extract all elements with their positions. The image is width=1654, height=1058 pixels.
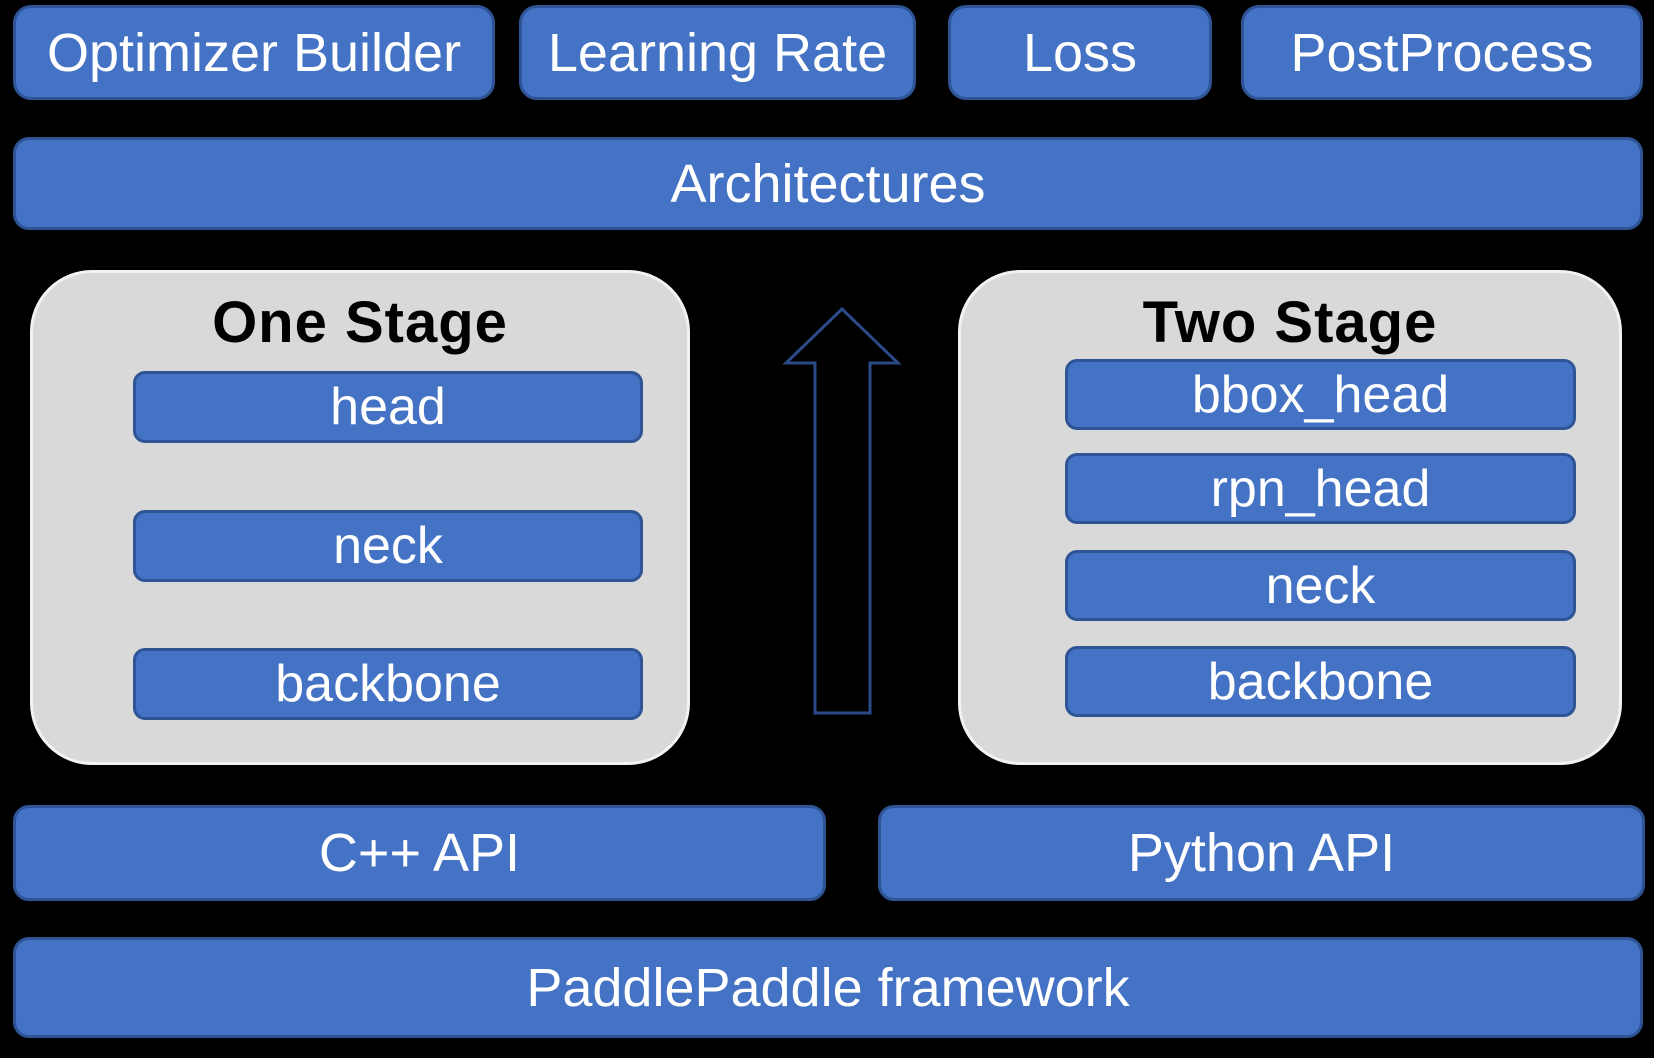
postprocess-box: PostProcess [1241, 5, 1643, 100]
one-stage-title: One Stage [212, 290, 508, 355]
python-api-label: Python API [1127, 823, 1396, 883]
learning-rate-box: Learning Rate [519, 5, 916, 100]
architectures-label: Architectures [670, 153, 986, 214]
architectures-bar: Architectures [13, 137, 1643, 230]
optimizer-builder-label: Optimizer Builder [46, 22, 462, 83]
two-stage-neck-label: neck [1265, 556, 1376, 615]
two-stage-container: Two Stage bbox_head rpn_head neck backbo… [958, 270, 1622, 765]
one-stage-backbone-label: backbone [275, 655, 501, 713]
paddlepaddle-framework-label: PaddlePaddle framework [526, 957, 1130, 1018]
loss-label: Loss [1022, 22, 1138, 83]
two-stage-neck-box: neck [1065, 550, 1576, 621]
two-stage-bbox-head-box: bbox_head [1065, 359, 1576, 430]
one-stage-head-box: head [133, 371, 643, 443]
one-stage-head-label: head [330, 378, 446, 436]
learning-rate-label: Learning Rate [547, 22, 888, 83]
two-stage-backbone-box: backbone [1065, 646, 1576, 717]
optimizer-builder-box: Optimizer Builder [13, 5, 495, 100]
postprocess-label: PostProcess [1290, 22, 1594, 83]
two-stage-rpn-head-label: rpn_head [1210, 459, 1431, 518]
two-stage-bbox-head-label: bbox_head [1191, 365, 1450, 424]
up-arrow-icon [782, 306, 902, 715]
paddlepaddle-framework-bar: PaddlePaddle framework [13, 937, 1643, 1038]
python-api-box: Python API [878, 805, 1645, 901]
one-stage-container: One Stage head neck backbone [30, 270, 690, 765]
cpp-api-box: C++ API [13, 805, 826, 901]
cpp-api-label: C++ API [318, 823, 521, 883]
two-stage-title: Two Stage [1142, 290, 1438, 355]
one-stage-neck-label: neck [333, 517, 443, 575]
one-stage-neck-box: neck [133, 510, 643, 582]
two-stage-backbone-label: backbone [1207, 652, 1434, 711]
loss-box: Loss [948, 5, 1212, 100]
two-stage-rpn-head-box: rpn_head [1065, 453, 1576, 524]
one-stage-backbone-box: backbone [133, 648, 643, 720]
